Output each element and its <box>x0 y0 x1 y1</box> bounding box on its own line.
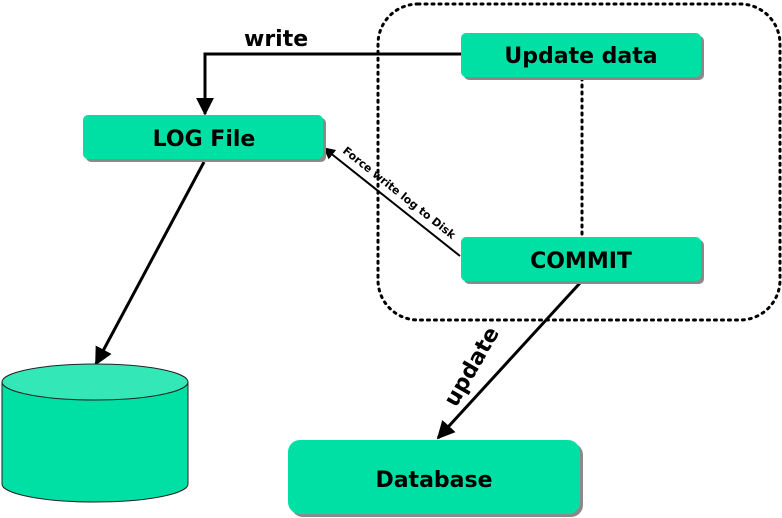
force-write-arrow <box>323 147 461 257</box>
update-arrow <box>436 281 582 440</box>
write-arrow <box>196 52 462 116</box>
update-data-box: Update data <box>461 33 704 80</box>
database-box: Database <box>288 440 583 517</box>
log-file-label: LOG File <box>153 127 256 152</box>
commit-label: COMMIT <box>530 249 632 274</box>
log-to-disk-arrow <box>94 161 206 366</box>
commit-box: COMMIT <box>461 237 704 284</box>
update-data-label: Update data <box>504 44 657 69</box>
cylinder-disk-icon <box>1 363 189 503</box>
update-label: update <box>440 323 505 411</box>
force-write-label: Force write log to Disk <box>340 144 458 242</box>
transaction-boundary <box>376 2 782 322</box>
write-label: write <box>244 27 308 52</box>
database-label: Database <box>375 468 492 493</box>
log-file-box: LOG File <box>83 115 326 162</box>
